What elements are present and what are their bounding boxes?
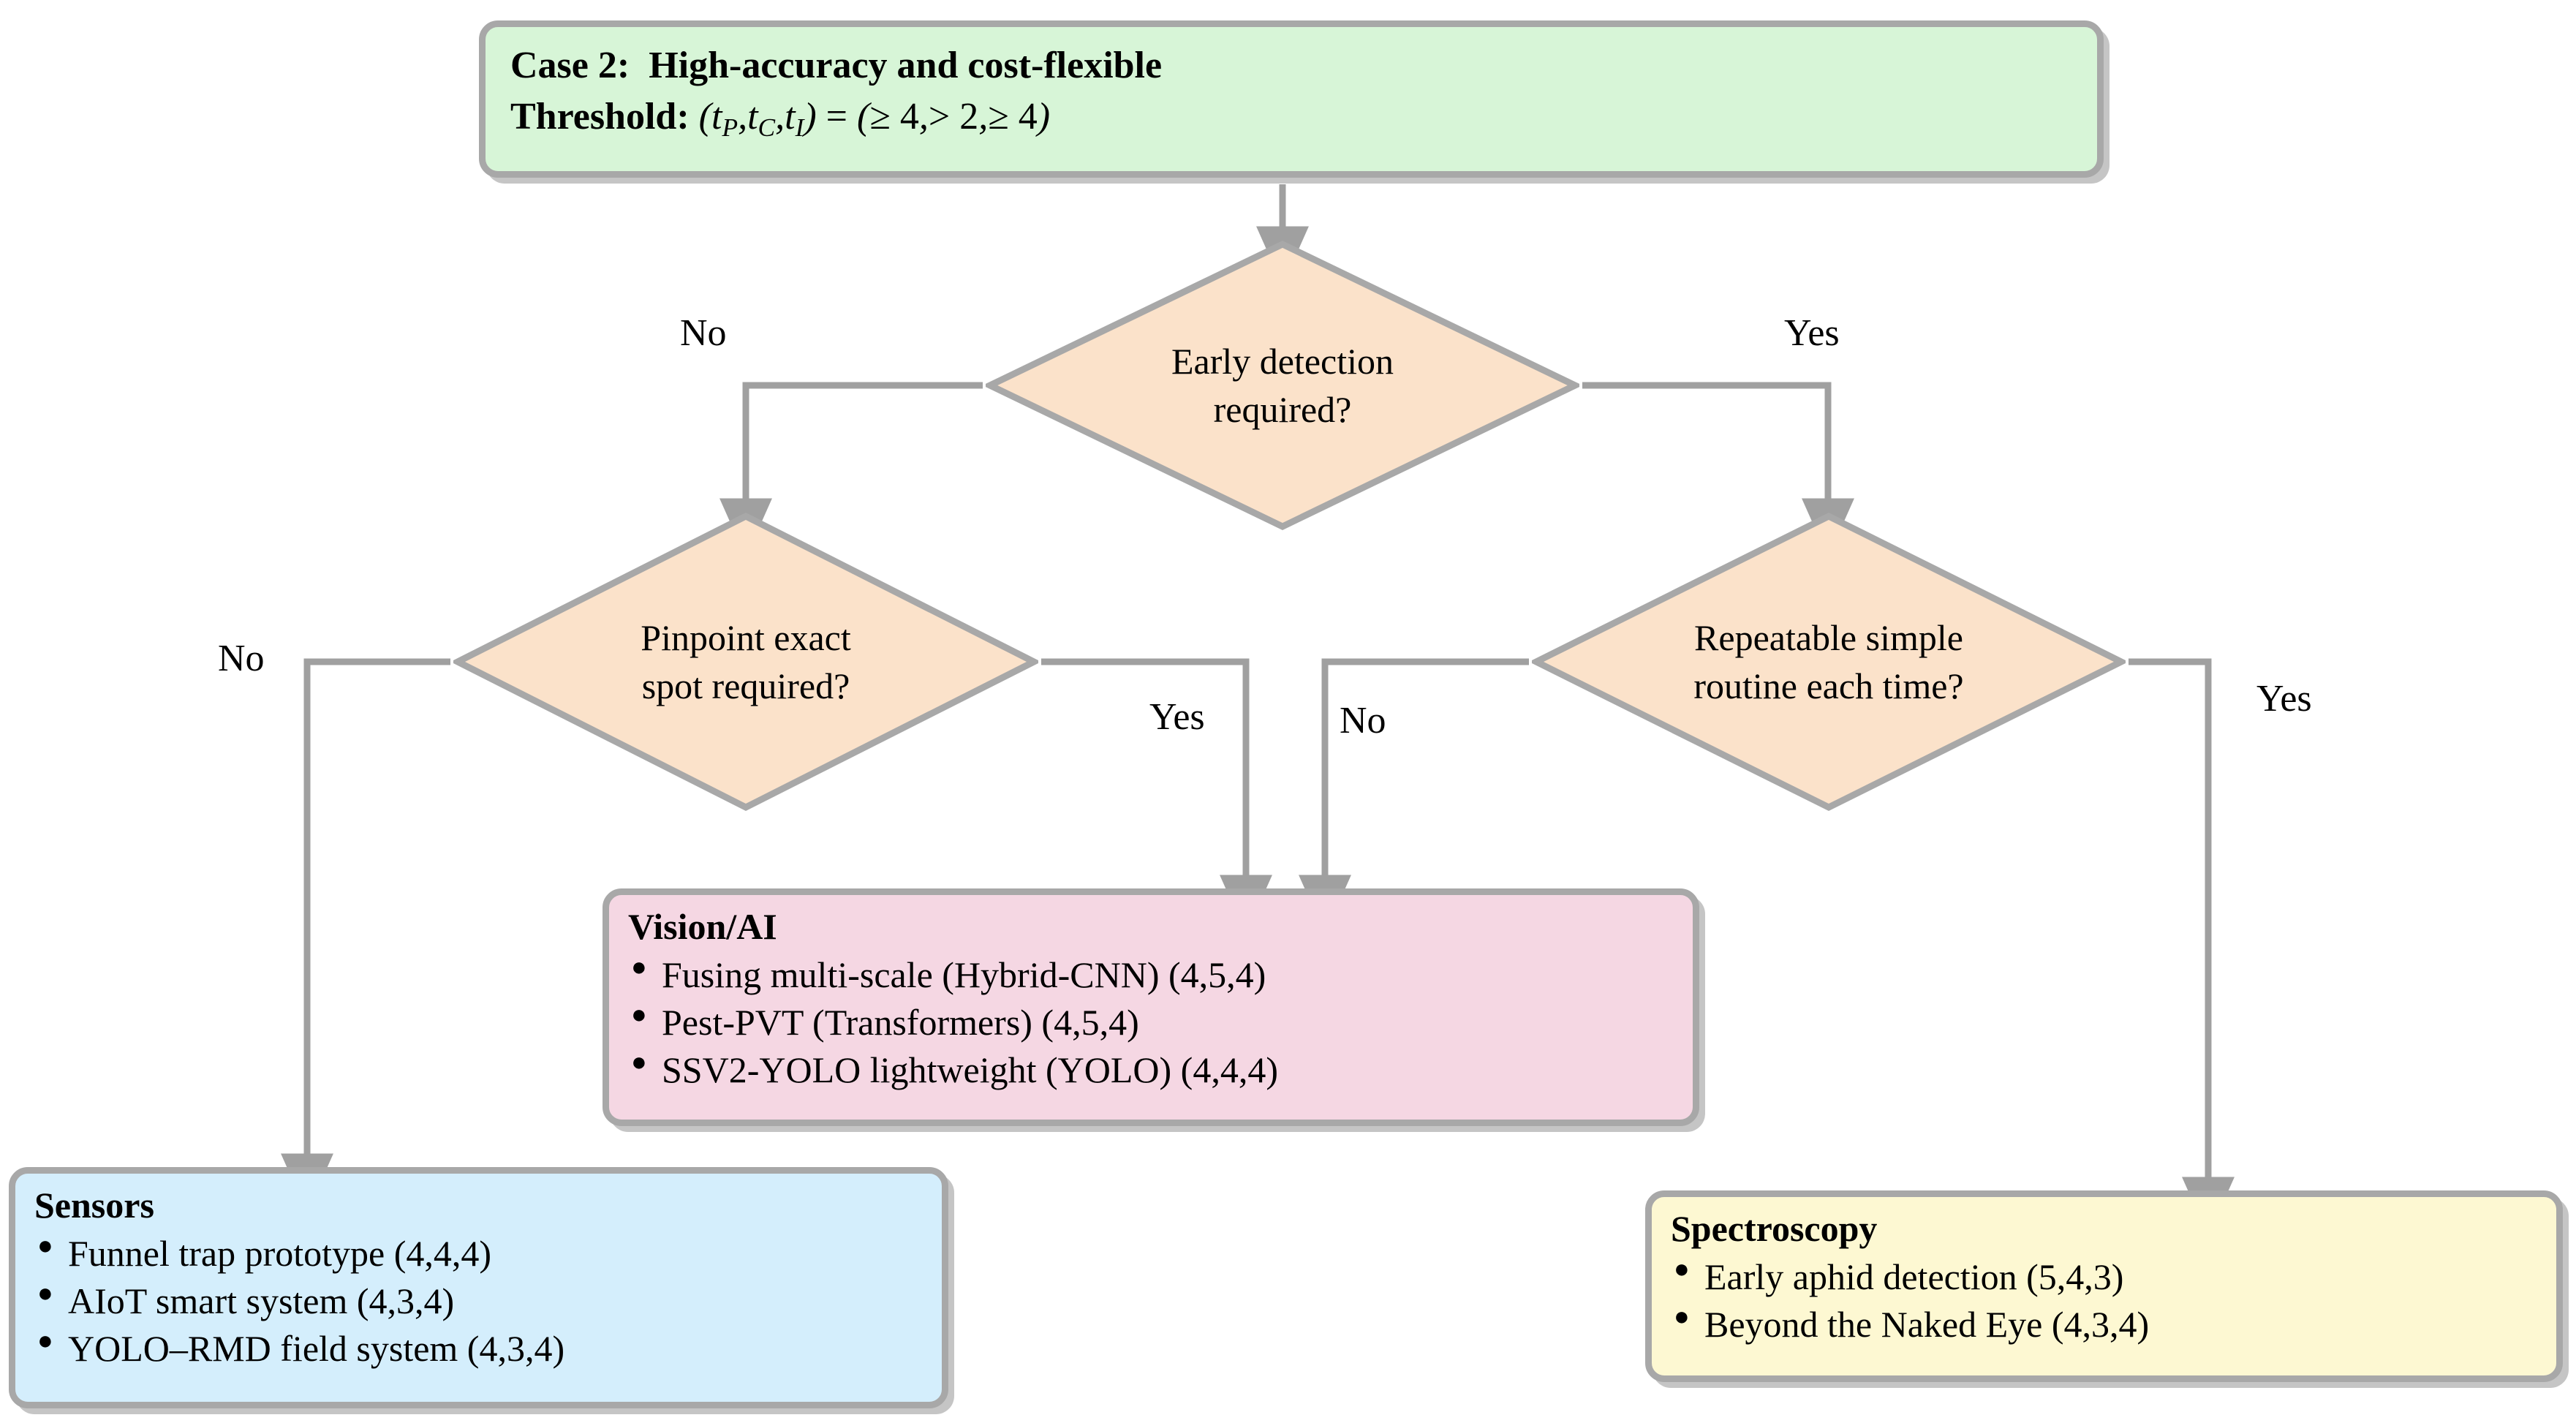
edge-d3-yes-to-spectroscopy (2129, 658, 2235, 1237)
list-item: Funnel trap prototype (4,4,4) (34, 1228, 923, 1277)
outcome-item-list: Early aphid detection (5,4,3) Beyond the… (1671, 1252, 2537, 1348)
outcome-spectroscopy-box: Spectroscopy Early aphid detection (5,4,… (1645, 1190, 2563, 1382)
list-item: Early aphid detection (5,4,3) (1671, 1252, 2537, 1301)
start-threshold-expression: (tP,tC,tI) = (≥ 4,> 2,≥ 4) (698, 96, 1051, 143)
start-case-label: Case 2: (510, 45, 630, 86)
start-threshold-line: Threshold: (tP,tC,tI) = (≥ 4,> 2,≥ 4) (510, 93, 2072, 143)
edge-label-d1-no: No (680, 312, 727, 354)
diamond-shape (982, 241, 1583, 530)
edge-label-d3-no: No (1340, 700, 1386, 741)
start-case-text: High-accuracy and cost-flexible (649, 45, 1163, 86)
edge-d3-no-to-vision (1299, 658, 1529, 935)
diamond-shape (1528, 512, 2129, 812)
decision-repeatable-routine[interactable]: Repeatable simple routine each time? (1528, 512, 2129, 812)
list-item: YOLO–RMD field system (4,3,4) (34, 1324, 923, 1373)
list-item: Fusing multi-scale (Hybrid-CNN) (4,5,4) (628, 950, 1674, 999)
decision-pinpoint-exact-spot[interactable]: Pinpoint exact spot required? (450, 512, 1041, 812)
decision-early-detection[interactable]: Early detection required? (982, 240, 1583, 531)
outcome-title: Vision/AI (628, 906, 777, 947)
outcome-title: Sensors (34, 1185, 154, 1226)
edge-d1-yes-to-d3 (1582, 382, 1854, 558)
outcome-title: Spectroscopy (1671, 1208, 1878, 1249)
outcome-vision-ai-box: Vision/AI Fusing multi-scale (Hybrid-CNN… (603, 888, 1699, 1126)
edge-label-d1-yes: Yes (1784, 312, 1840, 354)
outcome-item-list: Fusing multi-scale (Hybrid-CNN) (4,5,4) … (628, 950, 1674, 1094)
start-case-box: Case 2: High-accuracy and cost-flexible … (479, 20, 2104, 178)
edge-d1-no-to-d2 (719, 382, 983, 558)
list-item: SSV2-YOLO lightweight (YOLO) (4,4,4) (628, 1045, 1674, 1094)
edge-d2-yes-to-vision (1041, 658, 1272, 935)
start-case-line: Case 2: High-accuracy and cost-flexible (510, 43, 2072, 88)
edge-label-d2-no: No (218, 638, 265, 679)
list-item: Pest-PVT (Transformers) (4,5,4) (628, 997, 1674, 1046)
edge-label-d3-yes: Yes (2256, 678, 2312, 720)
outcome-sensors-box: Sensors Funnel trap prototype (4,4,4) AI… (9, 1167, 948, 1408)
edge-label-d2-yes: Yes (1149, 696, 1205, 738)
outcome-item-list: Funnel trap prototype (4,4,4) AIoT smart… (34, 1228, 923, 1373)
edge-d2-no-to-sensors (281, 658, 450, 1213)
list-item: AIoT smart system (4,3,4) (34, 1276, 923, 1325)
start-threshold-label: Threshold: (510, 96, 690, 138)
diamond-shape (450, 512, 1041, 812)
list-item: Beyond the Naked Eye (4,3,4) (1671, 1299, 2537, 1348)
